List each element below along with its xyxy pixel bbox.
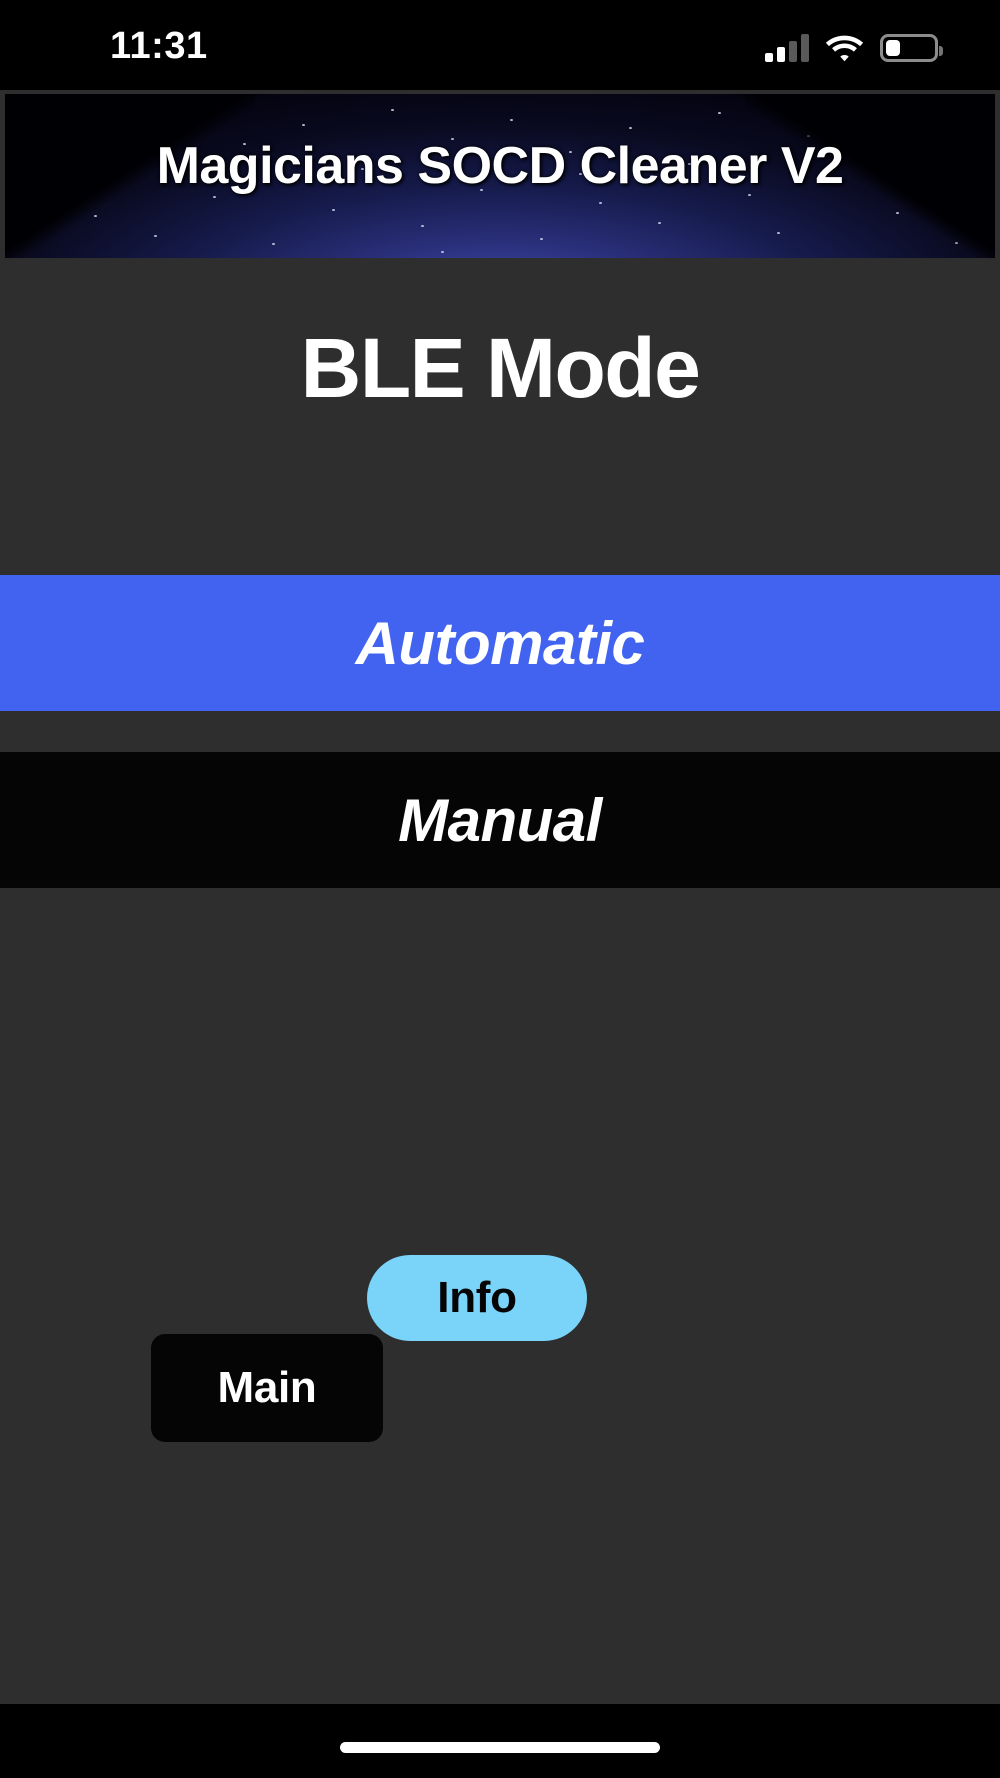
app-content: Magicians SOCD Cleaner V2 BLE Mode Autom… <box>0 90 1000 1704</box>
battery-icon <box>880 34 943 62</box>
banner-title: Magicians SOCD Cleaner V2 <box>156 137 844 195</box>
status-bar-clock: 11:31 <box>110 25 208 67</box>
main-button[interactable]: Main <box>151 1334 383 1442</box>
signal-bars-icon <box>765 34 809 62</box>
mode-option-automatic[interactable]: Automatic <box>0 575 1000 711</box>
mode-option-manual-label: Manual <box>398 786 602 854</box>
mode-option-automatic-label: Automatic <box>355 609 645 677</box>
page-title: BLE Mode <box>300 321 701 415</box>
info-button[interactable]: Info <box>367 1255 587 1341</box>
home-indicator-area <box>0 1704 1000 1778</box>
wifi-icon <box>826 34 863 62</box>
mode-selector-group: Automatic Manual <box>0 575 1000 888</box>
mode-divider <box>0 711 1000 752</box>
status-bar-indicators <box>765 28 943 68</box>
mode-option-manual[interactable]: Manual <box>0 752 1000 888</box>
status-bar: 11:31 <box>0 0 1000 90</box>
app-banner: Magicians SOCD Cleaner V2 <box>5 94 995 258</box>
home-indicator[interactable] <box>340 1742 660 1753</box>
